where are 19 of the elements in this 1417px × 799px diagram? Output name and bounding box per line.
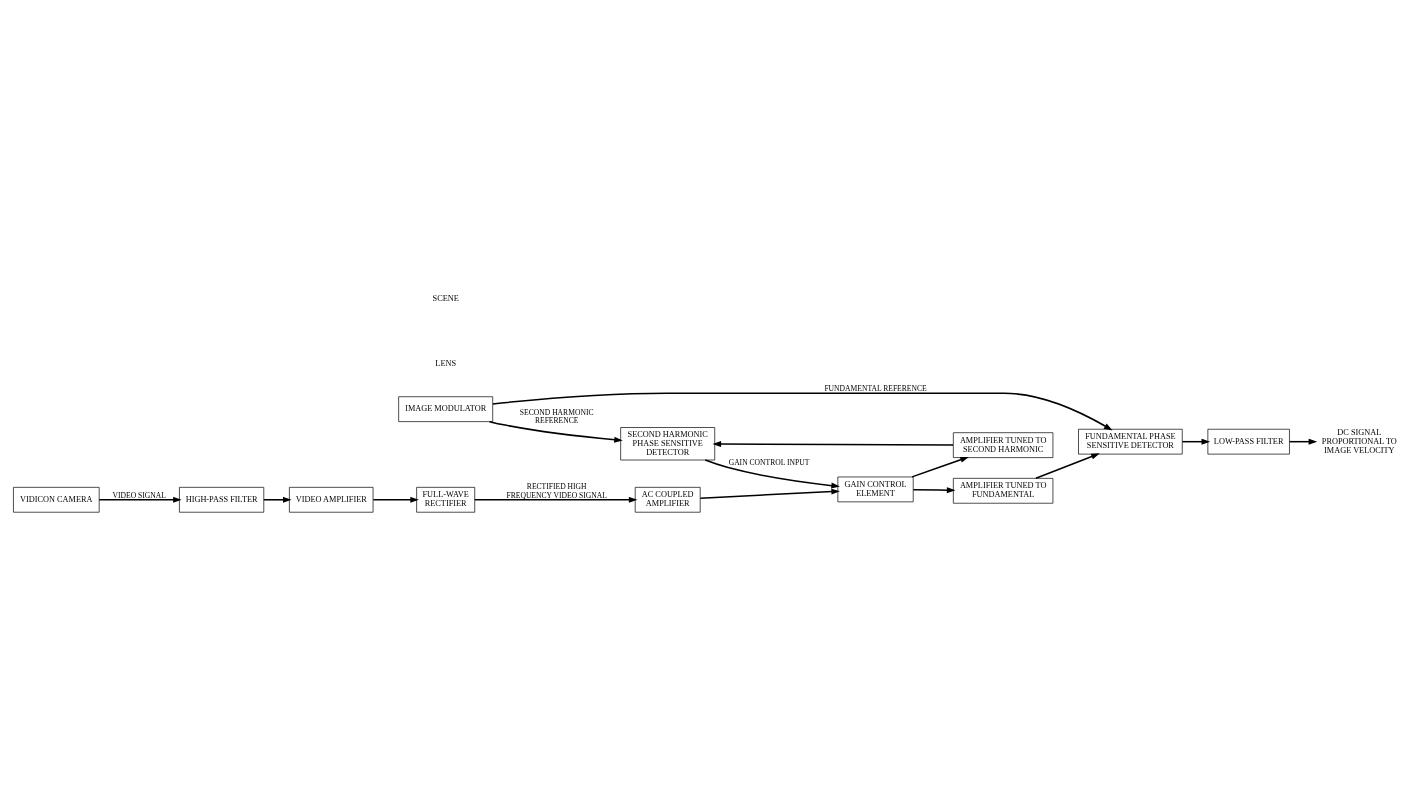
edge-label: VIDEO SIGNAL bbox=[112, 490, 166, 500]
arrow bbox=[1181, 438, 1211, 445]
arrow bbox=[488, 420, 623, 443]
arrow bbox=[704, 459, 840, 489]
edge-label: GAIN CONTROL INPUT bbox=[728, 458, 810, 468]
arrow bbox=[712, 440, 954, 447]
edge-label: RECTIFIED HIGH FREQUENCY VIDEO SIGNAL bbox=[506, 482, 607, 500]
arrow bbox=[263, 496, 292, 503]
arrow bbox=[98, 496, 182, 503]
arrow bbox=[474, 496, 638, 503]
arrow bbox=[1288, 438, 1318, 445]
arrow bbox=[372, 496, 419, 503]
arrow bbox=[1035, 453, 1100, 480]
arrow bbox=[912, 487, 956, 494]
arrow bbox=[492, 392, 1113, 431]
edge-label: SECOND HARMONIC REFERENCE bbox=[519, 407, 594, 425]
arrow bbox=[699, 488, 840, 499]
edge-label: FUNDAMENTAL REFERENCE bbox=[824, 384, 927, 394]
arrow bbox=[911, 456, 969, 478]
